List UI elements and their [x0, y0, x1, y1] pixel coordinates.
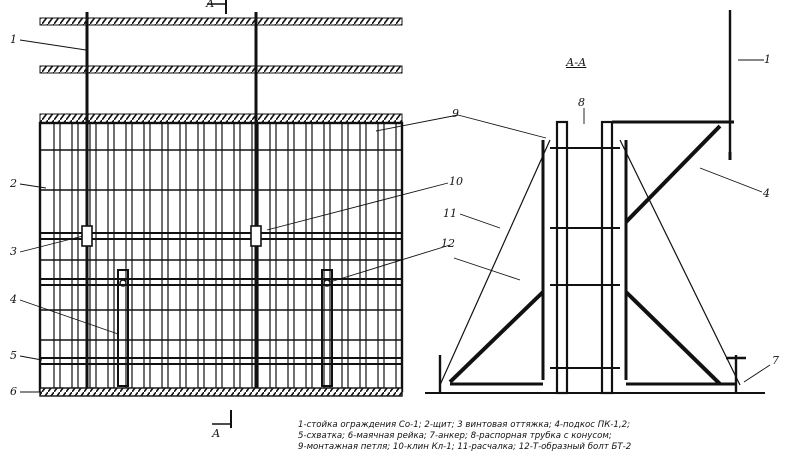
- section-title: А-А: [566, 56, 587, 69]
- legend: 1-стойка ограждения Со-1; 2-щит; 3 винто…: [298, 420, 768, 453]
- callout-8: 8: [578, 96, 585, 109]
- callout-5: 5: [10, 349, 17, 362]
- callout-1-section: 1: [764, 53, 771, 66]
- panel-rib: [161, 122, 169, 389]
- callout-6: 6: [10, 385, 17, 398]
- panel-rib: [89, 122, 97, 389]
- callout-4-front: 4: [10, 293, 17, 306]
- panel-grid: [40, 122, 403, 389]
- front-elevation: [38, 0, 404, 428]
- waler-upper: [39, 232, 403, 240]
- panel-rib: [305, 122, 313, 389]
- wedge-right: [250, 225, 262, 247]
- legend-line-2: 5-схватка; 6-маячная рейка; 7-анкер; 8-р…: [298, 431, 612, 441]
- wedge-left: [81, 225, 93, 247]
- panel-rib: [197, 122, 205, 389]
- guy-wire-right: [619, 139, 741, 386]
- guard-rope-lower: [39, 113, 403, 124]
- section-panel-right: [600, 120, 614, 395]
- section-panel-left: [555, 120, 569, 395]
- leveling-rail: [39, 387, 403, 397]
- panel-rib: [341, 122, 349, 389]
- section-brace-lower-right: [624, 290, 722, 386]
- section-marker-top: А: [206, 0, 215, 10]
- section-view: [425, 10, 765, 395]
- callout-1-front: 1: [10, 33, 17, 46]
- waler-lower: [39, 357, 403, 365]
- leader-lines: [19, 39, 771, 393]
- panel-rib: [143, 122, 151, 389]
- panel-rib: [215, 122, 223, 389]
- callout-11: 11: [443, 207, 457, 220]
- callout-9: 9: [452, 107, 459, 120]
- legend-line-1: 1-стойка ограждения Со-1; 2-щит; 3 винто…: [298, 420, 630, 430]
- panel-rib: [287, 122, 295, 389]
- t-bolt-left: [119, 279, 127, 287]
- callout-7: 7: [772, 354, 779, 367]
- panel-rib: [233, 122, 241, 389]
- panel-rib: [53, 122, 61, 389]
- callout-3: 3: [10, 245, 17, 258]
- t-bolt-right: [323, 279, 331, 287]
- panel-rib: [323, 122, 331, 389]
- brace-right: [321, 269, 333, 387]
- panel-rib: [377, 122, 385, 389]
- panel-rib: [71, 122, 79, 389]
- brace-left: [117, 269, 129, 387]
- callout-10: 10: [449, 175, 463, 188]
- section-marker-bottom: А: [212, 427, 221, 440]
- callout-12: 12: [441, 237, 455, 250]
- panel-rib: [107, 122, 115, 389]
- guard-rope-middle: [39, 65, 403, 74]
- callout-4-section: 4: [763, 187, 770, 200]
- section-brace-upper-right: [624, 124, 722, 224]
- guy-wire-left: [439, 139, 551, 386]
- panel-rib: [269, 122, 277, 389]
- waler-middle: [39, 278, 403, 286]
- legend-line-3: 9-монтажная петля; 10-клин Кл-1; 11-расч…: [298, 442, 632, 452]
- panel-rib: [179, 122, 187, 389]
- panel-rib: [359, 122, 367, 389]
- callout-2: 2: [10, 177, 17, 190]
- guard-rope-top: [39, 17, 403, 26]
- section-brace-left: [448, 290, 545, 384]
